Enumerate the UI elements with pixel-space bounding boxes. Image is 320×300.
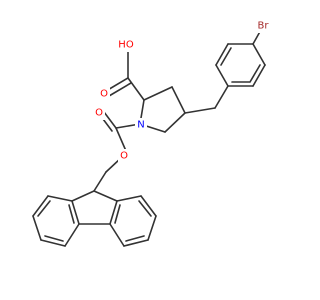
- bond-rr-inner-2: [125, 235, 145, 242]
- bond-ar4: [252, 43, 266, 66]
- bond-rr2: [140, 195, 157, 217]
- bond-lr2: [32, 195, 49, 217]
- bond-ar1: [215, 64, 229, 87]
- bond-cooh-ring: [127, 77, 145, 101]
- acid-carbonyl-oxygen-label: O: [100, 89, 108, 100]
- bond-c3-c4: [171, 86, 186, 114]
- bond-c-o-double-b: [108, 82, 132, 97]
- bond-lr1: [47, 195, 73, 202]
- bond-ar5: [252, 64, 266, 87]
- carbamate-carbonyl-oxygen-label: O: [95, 108, 103, 119]
- atom-labels: Br HO O N O O: [93, 19, 273, 163]
- bond-c9-c8a: [93, 190, 118, 202]
- bond-lr-inner-1: [37, 200, 51, 217]
- bond-c8a-c4a: [109, 200, 118, 225]
- bond-lr-inner-3: [68, 204, 75, 224]
- bond-lr-inner-2: [44, 235, 64, 242]
- bond-c9a-c4b: [71, 200, 80, 225]
- bond-ar-inner-2: [249, 64, 261, 83]
- molecule-structure: Br HO O N O O: [32, 19, 273, 247]
- nitrogen-label: N: [137, 120, 144, 131]
- bond-ch2-c9: [93, 171, 107, 192]
- hydroxyl-label: HO: [118, 40, 134, 51]
- bond-c4-ch2: [184, 107, 216, 114]
- bond-ar2: [215, 43, 229, 66]
- bond-c4-c5: [164, 112, 186, 133]
- bond-rr3: [147, 215, 157, 241]
- bond-rr-inner-3: [114, 204, 121, 224]
- bond-c-o-carbamate-a: [103, 111, 117, 129]
- bonds: [32, 27, 266, 247]
- bond-rr1: [116, 195, 142, 202]
- bond-ch2-aryl: [214, 85, 229, 109]
- bond-lr5: [64, 223, 80, 247]
- bond-c9-c9a: [71, 190, 95, 202]
- bond-rr4: [123, 239, 149, 247]
- bond-lr3: [32, 215, 42, 241]
- bond-lr4: [40, 239, 66, 247]
- bond-c-o-ester: [115, 127, 127, 152]
- bond-c2-c3: [143, 86, 173, 101]
- bond-ar-inner-1: [220, 47, 232, 66]
- ester-oxygen-label: O: [120, 151, 128, 162]
- bond-rr-inner-1: [138, 200, 152, 217]
- bromine-label: Br: [258, 21, 270, 32]
- bond-rr5: [109, 223, 125, 247]
